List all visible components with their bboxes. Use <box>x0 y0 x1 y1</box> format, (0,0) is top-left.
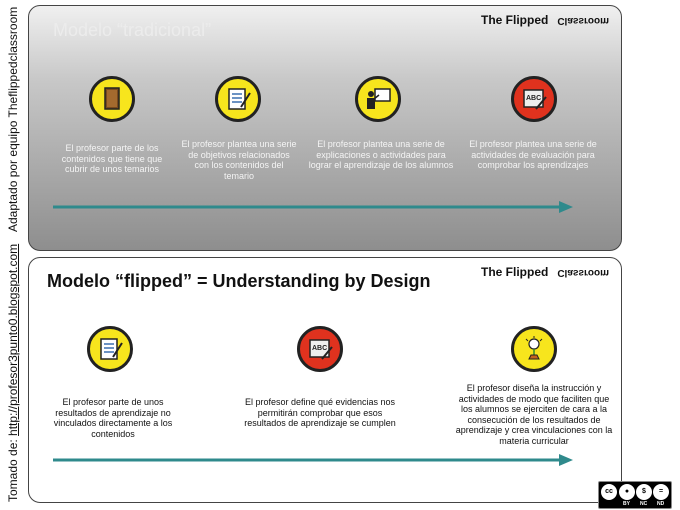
cc-license-badge[interactable]: cc ● $ = BY NC ND <box>598 481 672 509</box>
book-icon <box>89 76 135 122</box>
flipped-model-title: Modelo “flipped” = Understanding by Desi… <box>47 271 431 291</box>
traditional-step-3-text: El profesor plantea una serie de explica… <box>308 139 454 170</box>
traditional-step-1-text: El profesor parte de los contenidos que … <box>61 143 163 174</box>
traditional-model-panel: Modelo “tradicional” The Flipped Classro… <box>28 5 622 251</box>
teacher-icon <box>355 76 401 122</box>
nc-icon: $ <box>636 484 652 500</box>
abc-board-icon: ABC <box>297 326 343 372</box>
credit-adaptado: Adaptado por equipo Theflippedclassroom <box>6 6 20 232</box>
brand-logo: The Flipped Classroom <box>473 264 613 284</box>
cc-icon: cc <box>601 484 617 500</box>
traditional-step-4-text: El profesor plantea una serie de activid… <box>469 139 597 170</box>
svg-text:ABC: ABC <box>526 95 541 102</box>
credit-tomado-label: Tomado de: <box>6 435 20 502</box>
brand-mirror-text: Classroom <box>557 15 609 26</box>
nd-icon: = <box>653 484 669 500</box>
traditional-step-2-text: El profesor plantea una serie de objetiv… <box>181 139 297 181</box>
brand-mirror-text: Classroom <box>557 267 609 278</box>
flipped-timeline-arrow <box>53 453 573 467</box>
flipped-step-3-text: El profesor diseña la instrucción y acti… <box>455 383 613 446</box>
brand-main-text: The Flipped <box>481 265 549 279</box>
traditional-timeline-arrow <box>53 200 573 214</box>
credit-blog-link[interactable]: http://profesor3punto0.blogspot.com <box>6 243 20 436</box>
by-icon: ● <box>619 484 635 500</box>
license-label-by: BY <box>623 501 630 507</box>
abc-board-icon: ABC <box>511 76 557 122</box>
svg-text:ABC: ABC <box>312 345 327 352</box>
credit-tomado: Tomado de: http://profesor3punto0.blogsp… <box>6 244 20 502</box>
flipped-step-1-text: El profesor parte de unos resultados de … <box>53 397 173 439</box>
flipped-step-2-text: El profesor define qué evidencias nos pe… <box>244 397 396 428</box>
lightbulb-plant-icon <box>511 326 557 372</box>
brand-logo: The Flipped Classroom <box>473 12 613 32</box>
checklist-icon <box>215 76 261 122</box>
traditional-model-title: Modelo “tradicional” <box>53 20 212 40</box>
license-label-nc: NC <box>640 501 648 507</box>
license-label-nd: ND <box>657 501 665 507</box>
flipped-model-panel: Modelo “flipped” = Understanding by Desi… <box>28 257 622 503</box>
checklist-icon <box>87 326 133 372</box>
brand-main-text: The Flipped <box>481 13 549 27</box>
